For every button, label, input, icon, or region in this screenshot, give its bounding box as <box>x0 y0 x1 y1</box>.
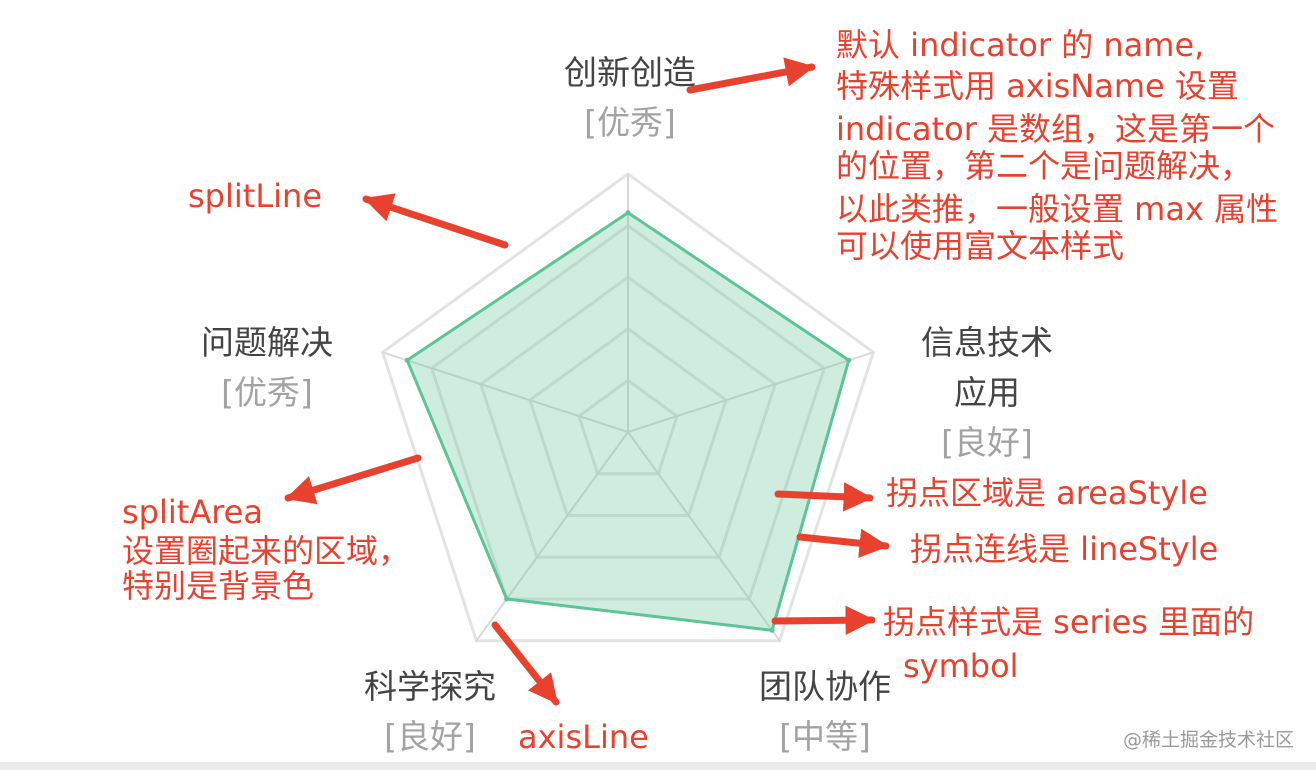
indicator-grade-4: [良好] <box>941 423 1033 462</box>
series-area-0 <box>407 212 849 631</box>
axis-line-4 <box>627 351 874 433</box>
axis-line-1 <box>382 351 629 433</box>
bottom-strip <box>0 762 1316 770</box>
annotation-splitarea-line-3: 特别是背景色 <box>122 567 314 605</box>
split-line-3 <box>479 275 777 559</box>
split-line-5 <box>380 172 876 643</box>
annotation-linestyle: 拐点连线是 lineStyle <box>910 530 1218 568</box>
series-layer <box>404 210 852 633</box>
series-line-0 <box>405 210 851 632</box>
arrow-symbol <box>771 605 876 635</box>
annotation-splitarea-line-2: 设置圈起来的区域， <box>122 532 410 570</box>
indicator-name-2: 科学探究 <box>364 667 496 706</box>
annotation-splitarea-line-1: splitArea <box>122 493 263 531</box>
annotation-symbol-line-2: symbol <box>903 647 1019 685</box>
indicator-name-4-line-2: 应用 <box>954 373 1020 412</box>
indicator-name-0: 创新创造 <box>564 53 696 92</box>
series-point-2 <box>504 596 510 602</box>
indicator-grade-2: [良好] <box>384 717 476 756</box>
watermark: @稀土掘金技术社区 <box>1123 729 1294 751</box>
annotation-arrows <box>284 57 890 706</box>
annotation-symbol-line-1: 拐点样式是 series 里面的 <box>883 603 1254 641</box>
arrow-areastyle <box>774 482 874 512</box>
series-point-3 <box>769 627 775 633</box>
arrow-indicator <box>686 57 816 94</box>
indicator-name-1: 问题解决 <box>201 323 333 362</box>
indicator-name-4-line-1: 信息技术 <box>921 323 1053 362</box>
axis-lines <box>382 174 874 642</box>
split-line-2 <box>528 326 728 517</box>
annotations: 默认 indicator 的 name, 特殊样式用 axisName 设置 i… <box>122 26 1278 756</box>
arrow-splitarea <box>284 454 422 505</box>
indicator-grade-1: [优秀] <box>221 373 313 412</box>
indicator-grade-0: [优秀] <box>584 103 676 142</box>
annotation-indicator-line-2: 特殊样式用 axisName 设置 <box>836 67 1239 105</box>
series-point-0 <box>625 210 631 216</box>
axis-line-2 <box>475 431 629 642</box>
annotation-areastyle: 拐点区域是 areaStyle <box>886 474 1208 512</box>
indicator-labels: 创新创造 [优秀] 问题解决 [优秀] 科学探究 [良好] 团队协作 [中等] … <box>201 53 1053 756</box>
annotation-axisline: axisLine <box>518 718 649 756</box>
split-line-4 <box>429 223 827 601</box>
arrow-linestyle <box>796 528 890 558</box>
arrow-splitline <box>362 193 509 249</box>
annotation-splitline: splitLine <box>188 177 322 215</box>
indicator-name-3: 团队协作 <box>759 667 891 706</box>
annotation-indicator-line-4: 的位置，第二个是问题解决， <box>836 147 1252 185</box>
split-lines <box>380 172 876 643</box>
annotation-indicator-line-6: 可以使用富文本样式 <box>836 227 1124 265</box>
annotation-indicator-line-1: 默认 indicator 的 name, <box>836 26 1204 64</box>
series-point-1 <box>404 357 410 363</box>
indicator-grade-3: [中等] <box>779 717 871 756</box>
arrow-axisline <box>491 621 560 706</box>
series-point-4 <box>846 357 852 363</box>
annotation-indicator-line-5: 以此类推，一般设置 max 属性 <box>836 190 1278 228</box>
annotation-indicator-line-3: indicator 是数组，这是第一个 <box>836 110 1275 148</box>
axis-line-3 <box>627 431 781 642</box>
split-line-1 <box>577 378 679 476</box>
